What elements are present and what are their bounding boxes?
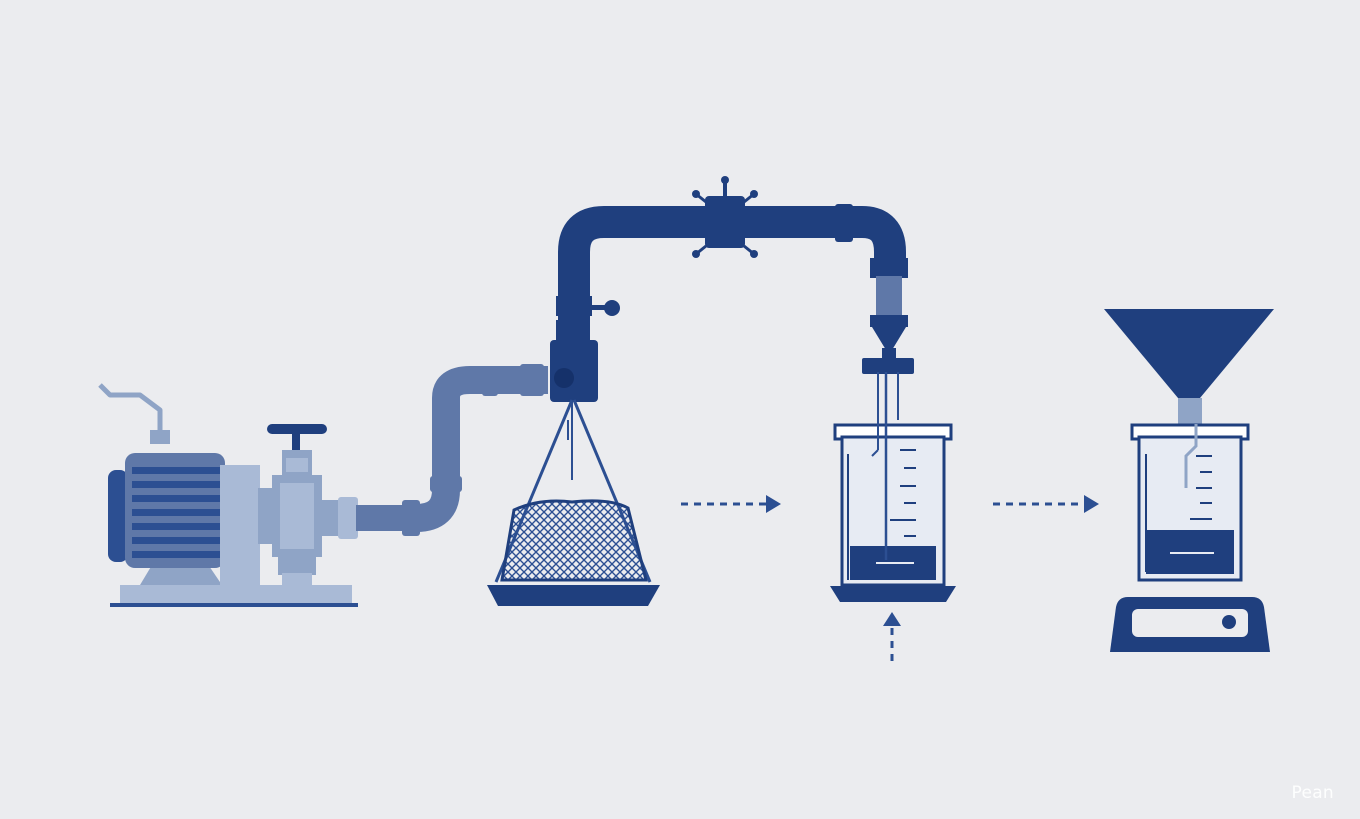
motor-pump-icon [98, 383, 358, 607]
filter-funnel-icon [487, 300, 660, 606]
gate-valve-icon [267, 424, 327, 478]
arrow-right-icon [681, 495, 781, 513]
arrow-right-icon [993, 495, 1099, 513]
watermark-text: Pean [1291, 783, 1334, 803]
hopper-funnel-icon [1104, 309, 1274, 424]
arrow-up-icon [883, 612, 901, 664]
pipe-valve-icon [556, 176, 914, 374]
beaker-icon [830, 372, 956, 602]
pipe-elbow-icon [356, 364, 548, 536]
beaker-icon [1130, 423, 1250, 582]
hotplate-icon [1110, 597, 1270, 652]
